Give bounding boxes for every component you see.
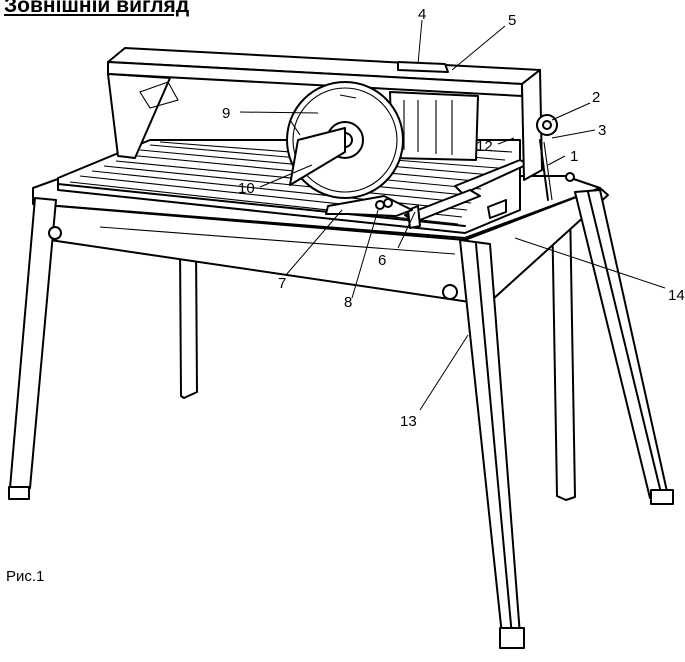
callout-10: 10 xyxy=(238,180,255,197)
callout-3: 3 xyxy=(598,122,606,139)
top-frame xyxy=(107,47,543,181)
callout-1: 1 xyxy=(570,148,578,165)
callout-12: 12 xyxy=(476,138,493,155)
callout-9: 9 xyxy=(222,105,230,122)
page-heading: Зовнішній вигляд xyxy=(4,0,190,17)
callout-6: 6 xyxy=(378,252,386,269)
callout-8: 8 xyxy=(344,294,352,311)
callout-labels: 1 2 3 4 5 6 7 8 9 10 12 13 14 xyxy=(222,6,685,430)
leader-lines xyxy=(239,19,666,411)
callout-14: 14 xyxy=(668,287,685,304)
callout-2: 2 xyxy=(592,89,600,106)
callout-13: 13 xyxy=(400,413,417,430)
mitre-guide xyxy=(325,195,413,217)
blade-assembly xyxy=(286,81,479,199)
figure-caption: Рис.1 xyxy=(6,568,45,585)
frame-knobs xyxy=(48,172,575,300)
callout-7: 7 xyxy=(278,275,286,292)
callout-5: 5 xyxy=(508,12,516,29)
callout-4: 4 xyxy=(418,6,426,23)
